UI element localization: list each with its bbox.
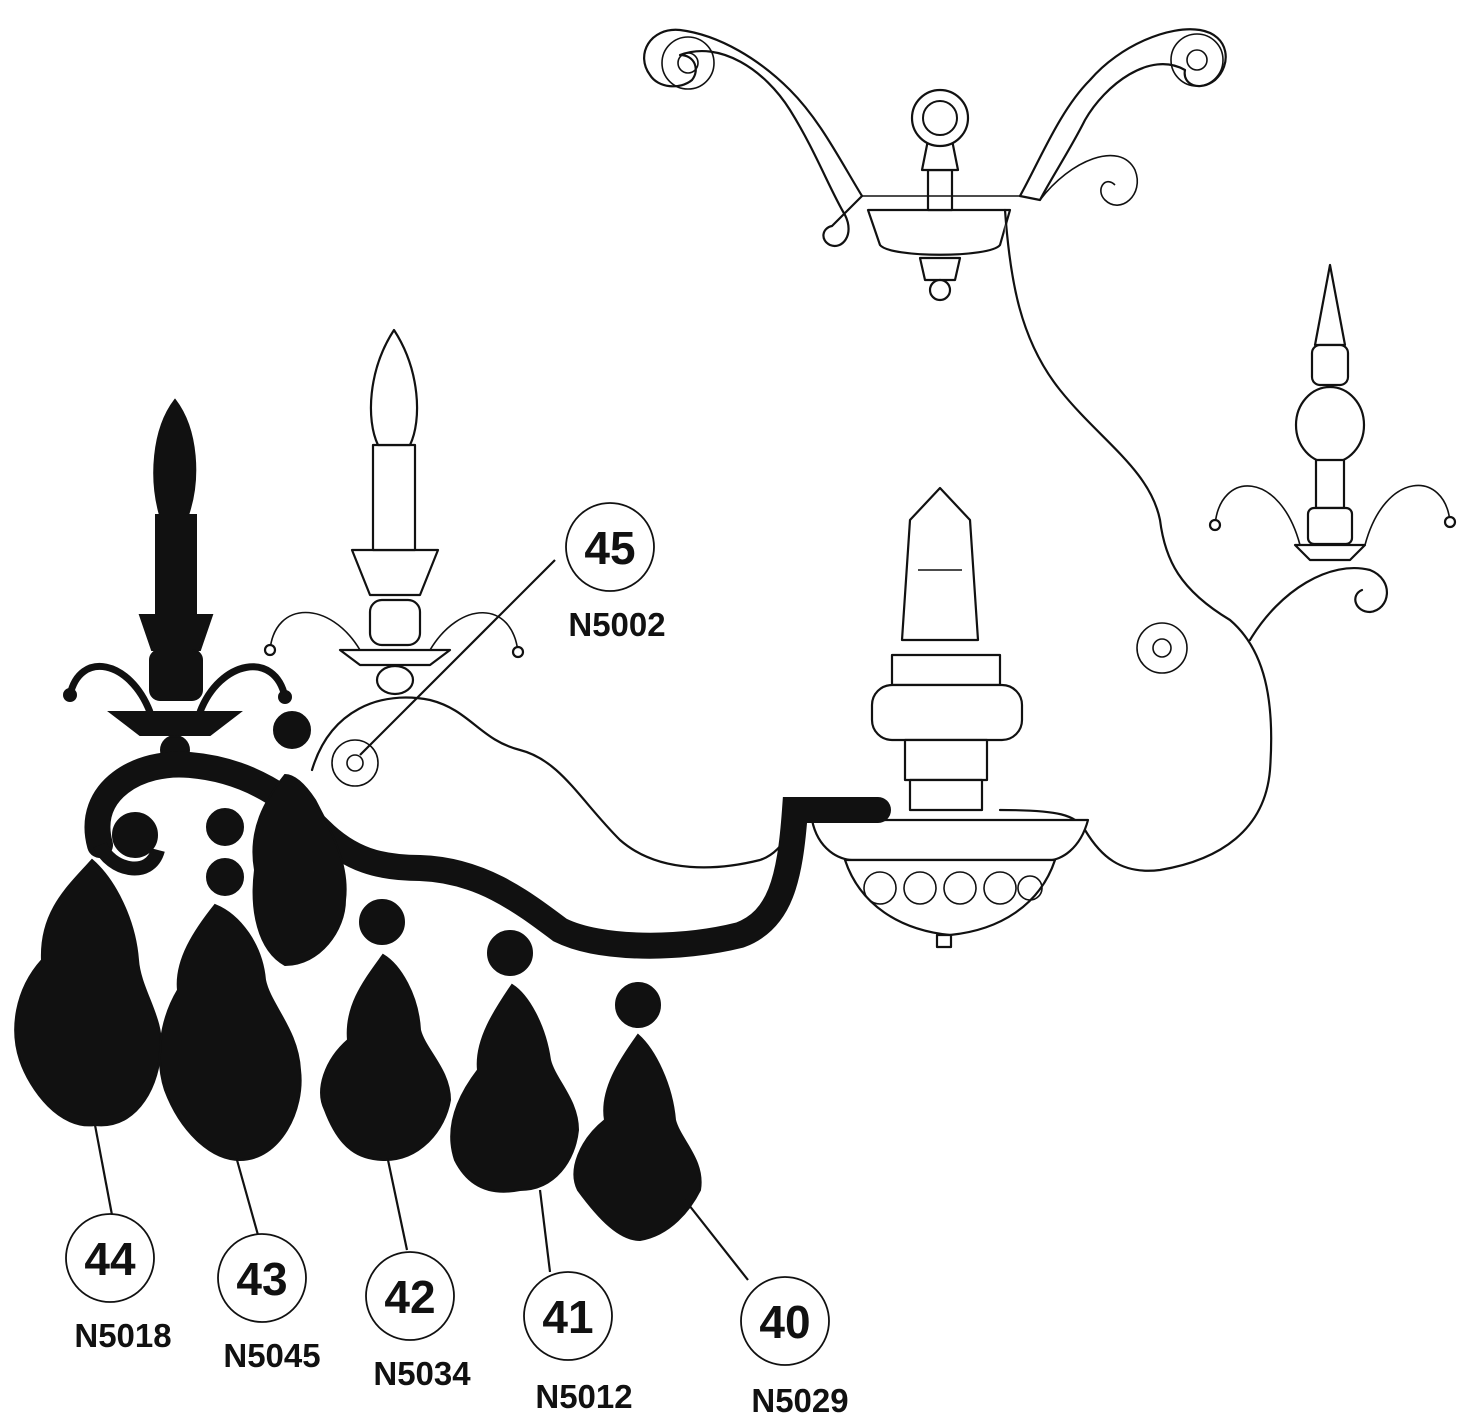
crystal-pendant-43: [158, 903, 302, 1162]
chandelier-outline: [263, 28, 1457, 949]
callout-43: 43 N5045: [217, 1233, 321, 1374]
leader-43: [235, 1159, 260, 1236]
callout-number: 45: [584, 522, 635, 574]
callout-45: 45 N5002: [565, 502, 666, 643]
part-code: N5045: [223, 1337, 320, 1374]
bowl-decoration: [863, 871, 1043, 905]
callout-number: 40: [759, 1296, 810, 1348]
leader-41: [538, 1189, 552, 1273]
leader-42: [386, 1159, 409, 1251]
callout-number: 44: [84, 1233, 136, 1285]
callout-42: 42 N5034: [365, 1251, 471, 1392]
leader-40: [684, 1199, 749, 1281]
leader-44: [93, 1124, 114, 1216]
leader-45: [359, 559, 556, 756]
leader-lines: [93, 559, 749, 1281]
part-code: N5018: [74, 1317, 171, 1354]
callout-number: 43: [236, 1253, 287, 1305]
crystal-pendant-extra: [252, 773, 347, 967]
part-code: N5034: [373, 1355, 471, 1392]
callout-number: 42: [384, 1271, 435, 1323]
crystal-pendant-41: [450, 983, 580, 1193]
callout-44: 44 N5018: [65, 1213, 172, 1354]
crystal-pendant-44: [14, 858, 162, 1127]
part-code: N5012: [535, 1378, 632, 1415]
crystal-pendant-40: [573, 1033, 702, 1242]
crystal-pendant-42: [320, 953, 452, 1162]
part-code: N5029: [751, 1382, 848, 1419]
highlighted-arm: [14, 398, 891, 1242]
callout-number: 41: [542, 1291, 593, 1343]
part-code: N5002: [568, 606, 665, 643]
callout-40: 40 N5029: [740, 1276, 849, 1419]
callout-41: 41 N5012: [523, 1271, 633, 1415]
